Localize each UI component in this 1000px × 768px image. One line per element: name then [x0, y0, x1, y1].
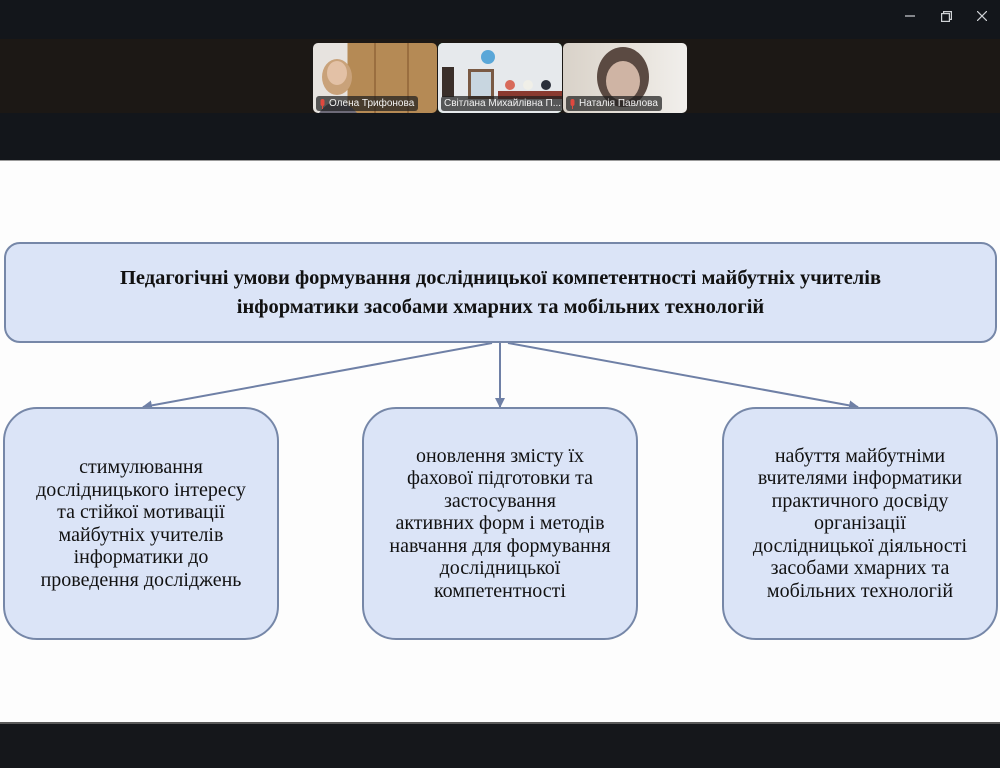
participant-tile-active-speaker[interactable]: Світлана Михайлівна П...	[438, 43, 562, 113]
minimize-icon	[905, 15, 915, 17]
window-controls	[892, 0, 1000, 32]
condition-text: стимулювання дослідницького інтересу та …	[36, 456, 246, 591]
shared-slide: Педагогічні умови формування дослідницьк…	[0, 161, 1000, 722]
participant-name: Олена Трифонова	[329, 98, 415, 109]
diagram-connectors	[142, 342, 859, 411]
condition-text: оновлення змісту їх фахової підготовки т…	[389, 444, 611, 602]
condition-text: набуття майбутніми вчителями інформатики…	[752, 444, 968, 602]
condition-box-3: набуття майбутніми вчителями інформатики…	[722, 407, 998, 640]
participant-video	[597, 47, 649, 107]
arrow-to-condition-1	[142, 342, 493, 411]
participant-tile[interactable]: Олена Трифонова	[313, 43, 437, 113]
participant-name: Наталія Павлова	[579, 98, 658, 109]
condition-box-2: оновлення змісту їх фахової підготовки т…	[362, 407, 638, 640]
meeting-bottom-bar	[0, 722, 1000, 768]
participant-strip: Олена Трифонова Світлана Михайлівна П...	[313, 43, 687, 113]
meeting-top-bar: Олена Трифонова Світлана Михайлівна П...	[0, 0, 1000, 161]
arrow-to-condition-3	[507, 342, 859, 411]
participant-name-label: Світлана Михайлівна П...	[441, 96, 562, 111]
close-icon	[977, 11, 987, 21]
mic-muted-icon	[570, 98, 575, 109]
minimize-button[interactable]	[892, 0, 928, 32]
diagram-title-box: Педагогічні умови формування дослідницьк…	[4, 242, 997, 343]
close-button[interactable]	[964, 0, 1000, 32]
participant-name-label: Наталія Павлова	[566, 96, 662, 111]
condition-box-1: стимулювання дослідницького інтересу та …	[3, 407, 279, 640]
diagram-title: Педагогічні умови формування дослідницьк…	[119, 266, 882, 318]
restore-icon	[940, 10, 952, 22]
mic-muted-icon	[320, 98, 325, 109]
participant-name: Світлана Михайлівна П...	[444, 98, 562, 109]
restore-button[interactable]	[928, 0, 964, 32]
participant-tile[interactable]: Наталія Павлова	[563, 43, 687, 113]
participant-name-label: Олена Трифонова	[316, 96, 419, 111]
